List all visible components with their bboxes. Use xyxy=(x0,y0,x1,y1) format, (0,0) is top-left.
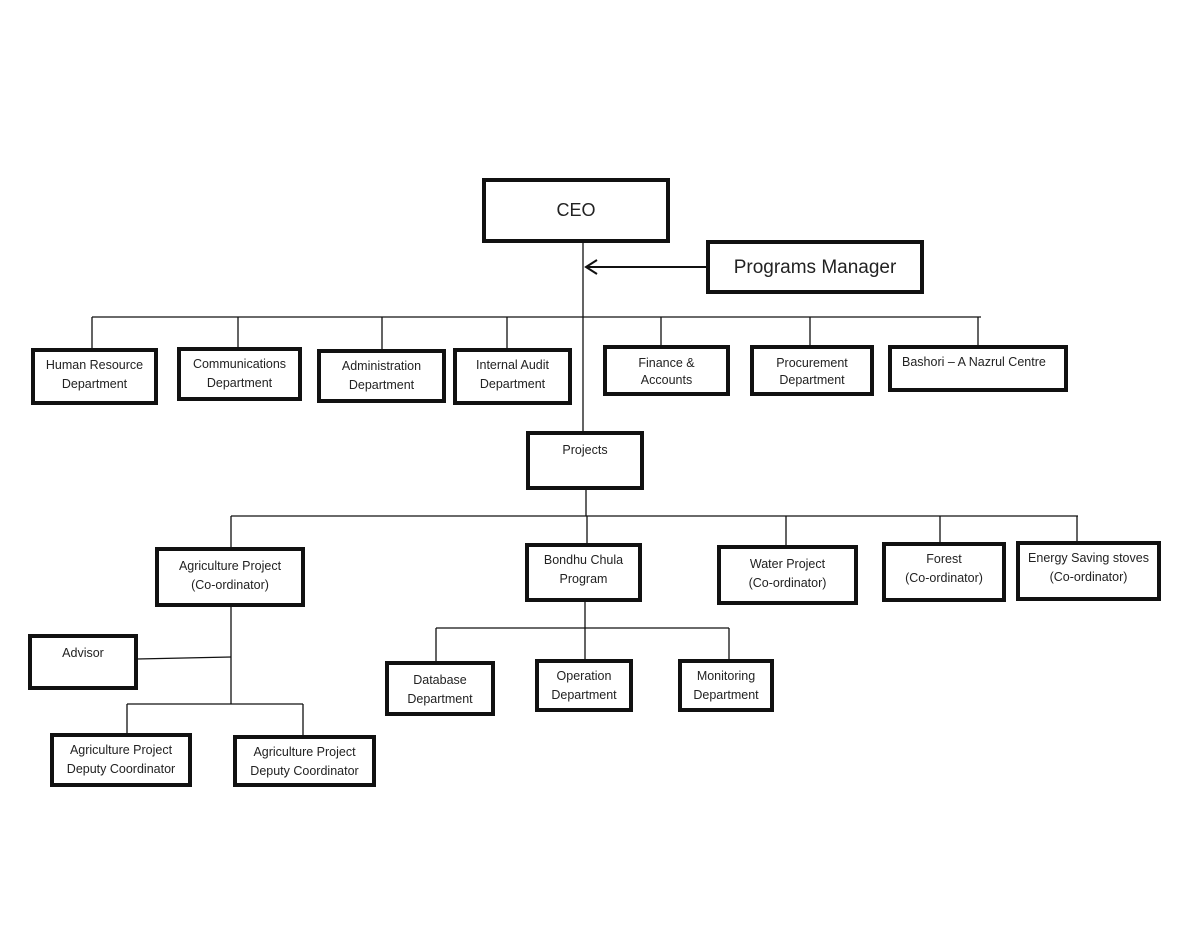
label-line2: Department xyxy=(779,373,845,387)
label-line2: (Co-ordinator) xyxy=(191,578,269,592)
label-line2: (Co-ordinator) xyxy=(905,571,983,585)
label-line1: Agriculture Project xyxy=(69,743,173,757)
label-line1: Human Resource xyxy=(45,358,144,372)
projects-label: Projects xyxy=(562,443,608,457)
label-line2: Department xyxy=(61,377,128,391)
label-line2: Program xyxy=(559,572,608,586)
project-drop-lines xyxy=(230,516,1078,547)
energy-saving-stoves-box: Energy Saving stoves (Co-ordinator) xyxy=(1016,541,1161,601)
label-line1: Administration xyxy=(341,359,422,373)
ceo-box: CEO xyxy=(482,178,670,243)
label-line1: Internal Audit xyxy=(476,358,549,372)
arrow-head-icon xyxy=(584,259,598,275)
label-line1: Agriculture Project xyxy=(178,559,282,573)
label-line1: Water Project xyxy=(749,557,826,571)
programs-manager-box: Programs Manager xyxy=(706,240,924,294)
department-drop-lines xyxy=(91,317,979,349)
label-line1: Monitoring xyxy=(696,669,756,683)
label-line1: Finance & xyxy=(638,356,695,370)
label-line2: Department xyxy=(551,688,617,702)
agriculture-project-box: Agriculture Project (Co-ordinator) xyxy=(155,547,305,607)
ceo-label: CEO xyxy=(556,200,596,220)
water-project-box: Water Project (Co-ordinator) xyxy=(717,545,858,605)
advisor-line xyxy=(136,656,232,660)
advisor-box: Advisor xyxy=(28,634,138,690)
label-line2: Department xyxy=(407,692,473,706)
label-line1: Communications xyxy=(192,357,287,371)
label-line1: Energy Saving stoves xyxy=(1028,551,1149,565)
label-line2: (Co-ordinator) xyxy=(1049,570,1128,584)
finance-accounts-box: Finance & Accounts xyxy=(603,345,730,396)
label-line1: Bondhu Chula xyxy=(543,553,624,567)
label-line2: Department xyxy=(479,377,546,391)
forest-box: Forest (Co-ordinator) xyxy=(882,542,1006,602)
label-line1: Operation xyxy=(556,669,612,683)
label-line2: Deputy Coordinator xyxy=(250,764,359,778)
label-line2: Department xyxy=(693,688,759,702)
label-line2: Deputy Coordinator xyxy=(66,762,176,776)
label-line2: (Co-ordinator) xyxy=(748,576,827,590)
label-line1: Procurement xyxy=(776,356,848,370)
programs-manager-label: Programs Manager xyxy=(733,256,897,278)
advisor-label: Advisor xyxy=(62,646,104,660)
projects-box: Projects xyxy=(526,431,644,490)
bashori-nazrul-centre-box: Bashori – A Nazrul Centre xyxy=(888,345,1068,392)
label-line1: Agriculture Project xyxy=(253,745,356,759)
label-line2: Department xyxy=(348,378,415,392)
label-line2: Accounts xyxy=(640,373,693,387)
label-line1: Database xyxy=(413,673,467,687)
label-line1: Bashori – A Nazrul Centre xyxy=(902,355,1046,369)
label-line1: Forest xyxy=(926,552,962,566)
label-line2: Department xyxy=(206,376,273,390)
